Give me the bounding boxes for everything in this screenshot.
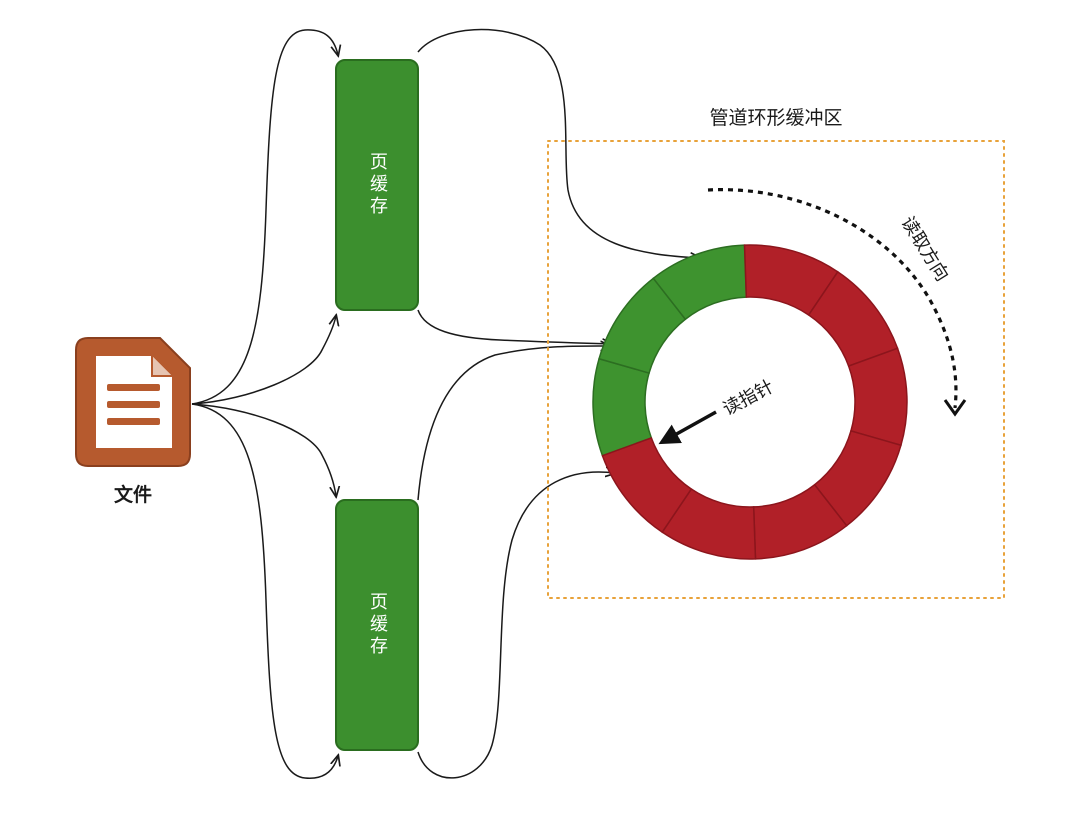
file-to-cache-connectors — [191, 29, 338, 779]
connector-top-cache-to-ring-2 — [417, 309, 612, 344]
read-direction-label: 读取方向 — [897, 213, 953, 285]
ring-buffer-frame — [547, 140, 1005, 599]
page-cache-top — [335, 59, 419, 311]
cache-to-ring-connectors — [417, 28, 700, 779]
connector-file-to-top-cache-top — [191, 29, 338, 405]
document-icon — [75, 337, 191, 467]
connector-file-to-bottom-cache-top — [191, 403, 336, 496]
ring-segment-unread — [847, 347, 908, 447]
ring-segment-unread — [601, 436, 693, 534]
file-node: 文件 — [75, 337, 191, 506]
connector-file-to-bottom-cache-bottom — [191, 403, 338, 779]
connector-bottom-cache-to-ring-2 — [417, 472, 615, 779]
ring-buffer-area: 管道环形缓冲区 — [547, 107, 1005, 599]
read-pointer-arrow — [658, 410, 717, 445]
file-label: 文件 — [114, 483, 152, 506]
read-pointer-label: 读指针 — [720, 376, 778, 420]
ring-buffer — [592, 244, 908, 560]
read-pointer: 读指针 — [658, 376, 778, 445]
page-cache-bottom — [335, 499, 419, 751]
read-direction-arrowhead — [943, 399, 967, 417]
ring-buffer-title: 管道环形缓冲区 — [709, 107, 842, 129]
connector-top-cache-to-ring-1 — [417, 28, 700, 258]
page-cache-bottom-label: 页缓存 — [367, 592, 388, 658]
page-cache-top-label: 页缓存 — [367, 152, 388, 218]
read-direction-arrow — [707, 188, 958, 409]
connector-file-to-top-cache-bottom — [191, 316, 336, 405]
connector-bottom-cache-to-ring-1 — [417, 346, 610, 501]
